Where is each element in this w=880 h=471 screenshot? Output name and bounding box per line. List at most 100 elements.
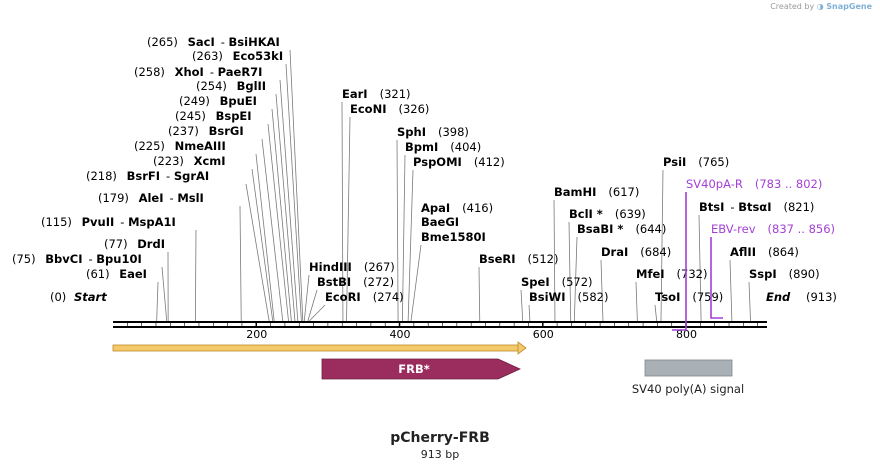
feature-SV40-polyA-label: SV40 poly(A) signal: [632, 382, 744, 396]
site-MfeI[interactable]: MfeI(732): [636, 267, 707, 281]
orf-arrow[interactable]: [112, 341, 527, 355]
leader-line: [156, 281, 159, 322]
site-BglII[interactable]: (254) BglII: [196, 79, 266, 93]
leader-line: [271, 108, 292, 322]
site-XcmI[interactable]: (223) XcmI: [153, 154, 226, 168]
site-BpmI[interactable]: BpmI(404): [405, 140, 481, 154]
leader-line: [407, 169, 414, 322]
leader-line: [239, 205, 242, 322]
snapgene-logo-icon: ◑: [816, 2, 824, 11]
site-EarI[interactable]: EarI(321): [342, 87, 411, 101]
leader-line: [279, 79, 299, 322]
site-DraI[interactable]: DraI(684): [601, 245, 671, 259]
site-XhoI[interactable]: (258) XhoI- PaeR7I: [134, 65, 262, 79]
site-Bme1580I[interactable]: Bme1580I: [421, 230, 486, 244]
site-EcoRI[interactable]: EcoRI(274): [325, 290, 404, 304]
site-BseRI[interactable]: BseRI(512): [479, 252, 558, 266]
ruler-tick-label: 200: [246, 328, 267, 341]
ruler: 200 400 600 800: [127, 322, 758, 341]
leader-line: [660, 169, 664, 322]
site-EcoNI[interactable]: EcoNI(326): [350, 102, 429, 116]
plasmid-size: 913 bp: [420, 448, 460, 461]
site-SphI[interactable]: SphI(398): [397, 125, 469, 139]
feature-FRB[interactable]: FRB*: [321, 358, 521, 380]
site-PspOMI[interactable]: PspOMI(412): [413, 155, 505, 169]
site-BclI[interactable]: BclI *(639): [569, 207, 646, 221]
end-position: (913): [806, 290, 837, 304]
site-BspEI[interactable]: (245) BspEI: [175, 109, 252, 123]
leader-line: [245, 183, 270, 322]
site-AleI[interactable]: (179) AleI- MslI: [98, 191, 204, 205]
site-EaeI[interactable]: (61) EaeI: [86, 267, 147, 281]
primer-SV40pA-R[interactable]: SV40pA-R(783 .. 802): [686, 177, 822, 191]
ruler-tick-label: 800: [676, 328, 697, 341]
features: FRB* SV40 poly(A) signal: [112, 341, 744, 396]
site-HindIII[interactable]: HindIII(267): [309, 260, 395, 274]
leader-line: [748, 281, 751, 322]
restriction-site-labels: (265) SacI- BsiHKAI (263) Eco53kI (258) …: [12, 35, 835, 304]
site-TsoI[interactable]: TsoI(759): [655, 290, 723, 304]
site-ApaI[interactable]: ApaI(416): [421, 201, 493, 215]
leader-line: [600, 259, 604, 322]
leader-line: [729, 259, 733, 322]
leader-line: [478, 266, 481, 322]
ruler-tick-label: 400: [390, 328, 411, 341]
leader-line: [308, 304, 326, 322]
start-label: Start: [74, 290, 107, 304]
credit-prefix: Created by: [770, 2, 815, 11]
leader-line: [573, 236, 578, 322]
site-BsiWI[interactable]: BsiWI(582): [529, 290, 608, 304]
leader-line: [346, 116, 351, 322]
primer-arrows: [672, 192, 723, 331]
site-SacI[interactable]: (265) SacI- BsiHKAI: [147, 35, 280, 49]
site-PvuII[interactable]: (115) PvuII- MspA1I: [41, 215, 176, 229]
plasmid-name: pCherry-FRB: [390, 430, 490, 446]
site-Eco53kI[interactable]: (263) Eco53kI: [192, 49, 283, 63]
leader-line: [410, 244, 422, 322]
leader-line: [267, 123, 289, 322]
leader-line: [285, 63, 302, 322]
leader-line: [698, 214, 702, 322]
leader-line: [194, 229, 197, 322]
leader-line: [568, 221, 572, 322]
feature-SV40-polyA[interactable]: SV40 poly(A) signal: [632, 359, 744, 396]
site-BsrFI[interactable]: (218) BsrFI- SgrAI: [86, 169, 209, 183]
leader-line: [289, 49, 304, 322]
site-BsaBI[interactable]: BsaBI *(644): [577, 222, 666, 236]
site-BaeGI[interactable]: BaeGI: [421, 215, 459, 229]
site-BstBI[interactable]: BstBI(272): [317, 275, 394, 289]
site-BtsI[interactable]: BtsI- BtsαI(821): [699, 200, 814, 214]
site-NmeAIII[interactable]: (225) NmeAIII: [134, 139, 226, 153]
end-label: End: [766, 290, 791, 304]
site-AflII[interactable]: AflII(864): [730, 245, 799, 259]
leader-lines: [156, 49, 751, 322]
leader-line: [341, 101, 344, 322]
snapgene-credit: Created by ◑ SnapGene: [770, 2, 872, 11]
leader-line: [635, 281, 638, 322]
leader-line: [161, 266, 168, 322]
leader-line: [396, 139, 399, 322]
site-DrdI[interactable]: (77) DrdI: [104, 237, 165, 251]
site-BpuEI[interactable]: (249) BpuEI: [179, 94, 257, 108]
site-BsrGI[interactable]: (237) BsrGI: [168, 124, 244, 138]
leader-line: [520, 289, 524, 322]
start-position: (0): [50, 290, 66, 304]
ruler-tick-label: 600: [533, 328, 554, 341]
leader-line: [654, 304, 658, 322]
site-BamHI[interactable]: BamHI(617): [554, 185, 639, 199]
feature-FRB-label: FRB*: [398, 362, 430, 376]
backbone: [113, 321, 767, 328]
primer-EBV-rev[interactable]: EBV-rev(837 .. 856): [711, 222, 835, 236]
site-BbvCI[interactable]: (75) BbvCI- Bpu10I: [12, 252, 142, 266]
leader-line: [251, 168, 274, 322]
leader-line: [255, 153, 275, 322]
site-SpeI[interactable]: SpeI(572): [521, 275, 593, 289]
leader-line: [528, 304, 531, 322]
site-SspI[interactable]: SspI(890): [749, 267, 820, 281]
leader-line: [261, 138, 284, 322]
leader-line: [307, 289, 318, 322]
leader-line: [275, 93, 296, 322]
site-PsiI[interactable]: PsiI(765): [663, 155, 729, 169]
leader-line: [553, 199, 556, 322]
